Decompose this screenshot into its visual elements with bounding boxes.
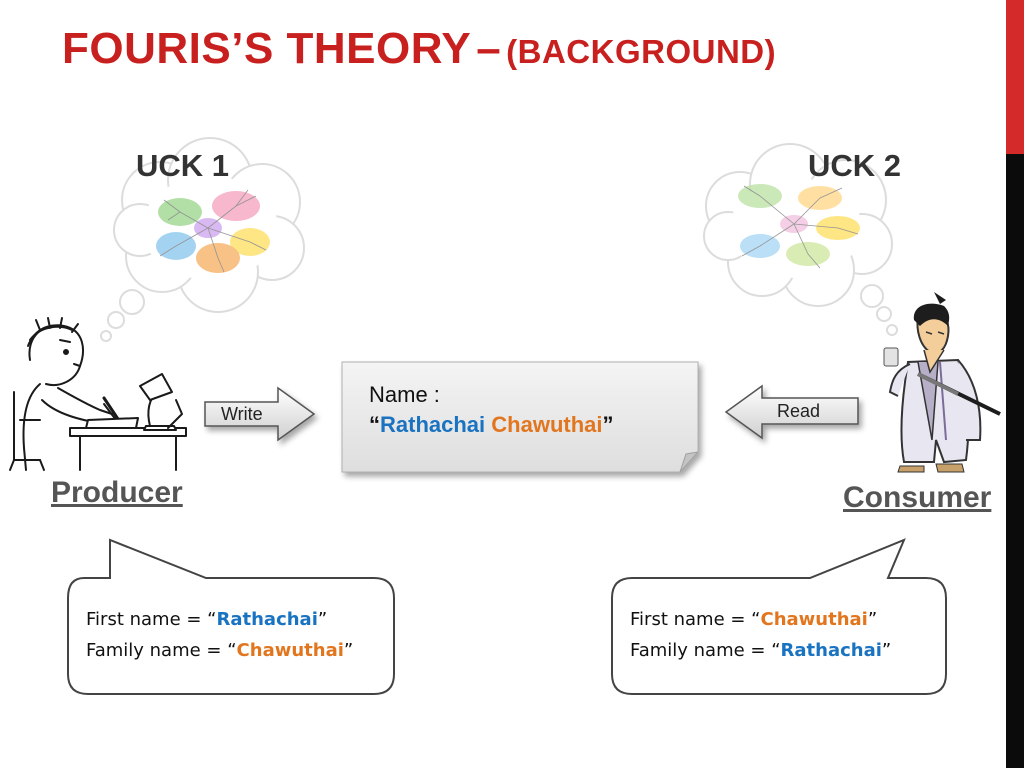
consumer-first-name-line: First name = “Chawuthai” [630, 604, 891, 635]
title-dash: – [476, 24, 502, 73]
producer-label: Producer [51, 476, 183, 509]
name-note: Name : “Rathachai Chawuthai” [369, 380, 614, 440]
consumer-label: Consumer [843, 481, 992, 514]
student-writing-icon [9, 317, 187, 471]
uck2-label: UCK 2 [808, 148, 902, 183]
read-label: Read [777, 401, 821, 421]
title-main: FOURIS’S THEORY [62, 24, 472, 73]
producer-family-name-value: Chawuthai [236, 640, 344, 661]
line-prefix: Family name = “ [86, 640, 237, 661]
note-value: “Rathachai Chawuthai” [369, 410, 614, 440]
producer-family-name-line: Family name = “Chawuthai” [86, 635, 353, 666]
samurai-icon [883, 292, 1001, 473]
mind-map-icon [738, 184, 860, 269]
right-arrow-icon [204, 386, 316, 442]
consumer-first-name-value: Chawuthai [760, 609, 868, 630]
note-close-quote: ” [602, 412, 614, 437]
producer-first-name-value: Rathachai [216, 609, 318, 630]
write-label: Write [221, 404, 263, 424]
note-label: Name : [369, 382, 440, 407]
producer-bubble-text: First name = “Rathachai” Family name = “… [86, 604, 353, 666]
note-open-quote: “ [369, 412, 380, 437]
uck1-label: UCK 1 [136, 148, 230, 183]
note-first-name: Rathachai [380, 412, 486, 437]
line-suffix: ” [317, 609, 328, 630]
speech-bubble-icon [611, 538, 947, 695]
note-card-icon [341, 361, 700, 473]
consumer-family-name-line: Family name = “Rathachai” [630, 635, 891, 666]
side-accent-black [1006, 154, 1024, 768]
line-suffix: ” [867, 609, 878, 630]
left-arrow-icon [724, 384, 859, 440]
consumer-bubble-text: First name = “Chawuthai” Family name = “… [630, 604, 891, 666]
title-sub: (BACKGROUND) [506, 33, 777, 70]
line-prefix: First name = “ [86, 609, 217, 630]
line-suffix: ” [343, 640, 354, 661]
producer-first-name-line: First name = “Rathachai” [86, 604, 353, 635]
mind-map-icon [156, 189, 270, 273]
speech-bubble-icon [67, 538, 395, 695]
line-prefix: First name = “ [630, 609, 761, 630]
consumer-family-name-value: Rathachai [780, 640, 882, 661]
line-suffix: ” [881, 640, 892, 661]
line-prefix: Family name = “ [630, 640, 781, 661]
side-accent-red [1006, 0, 1024, 154]
slide-title: FOURIS’S THEORY – (BACKGROUND) [62, 24, 776, 74]
note-last-name: Chawuthai [491, 412, 603, 437]
